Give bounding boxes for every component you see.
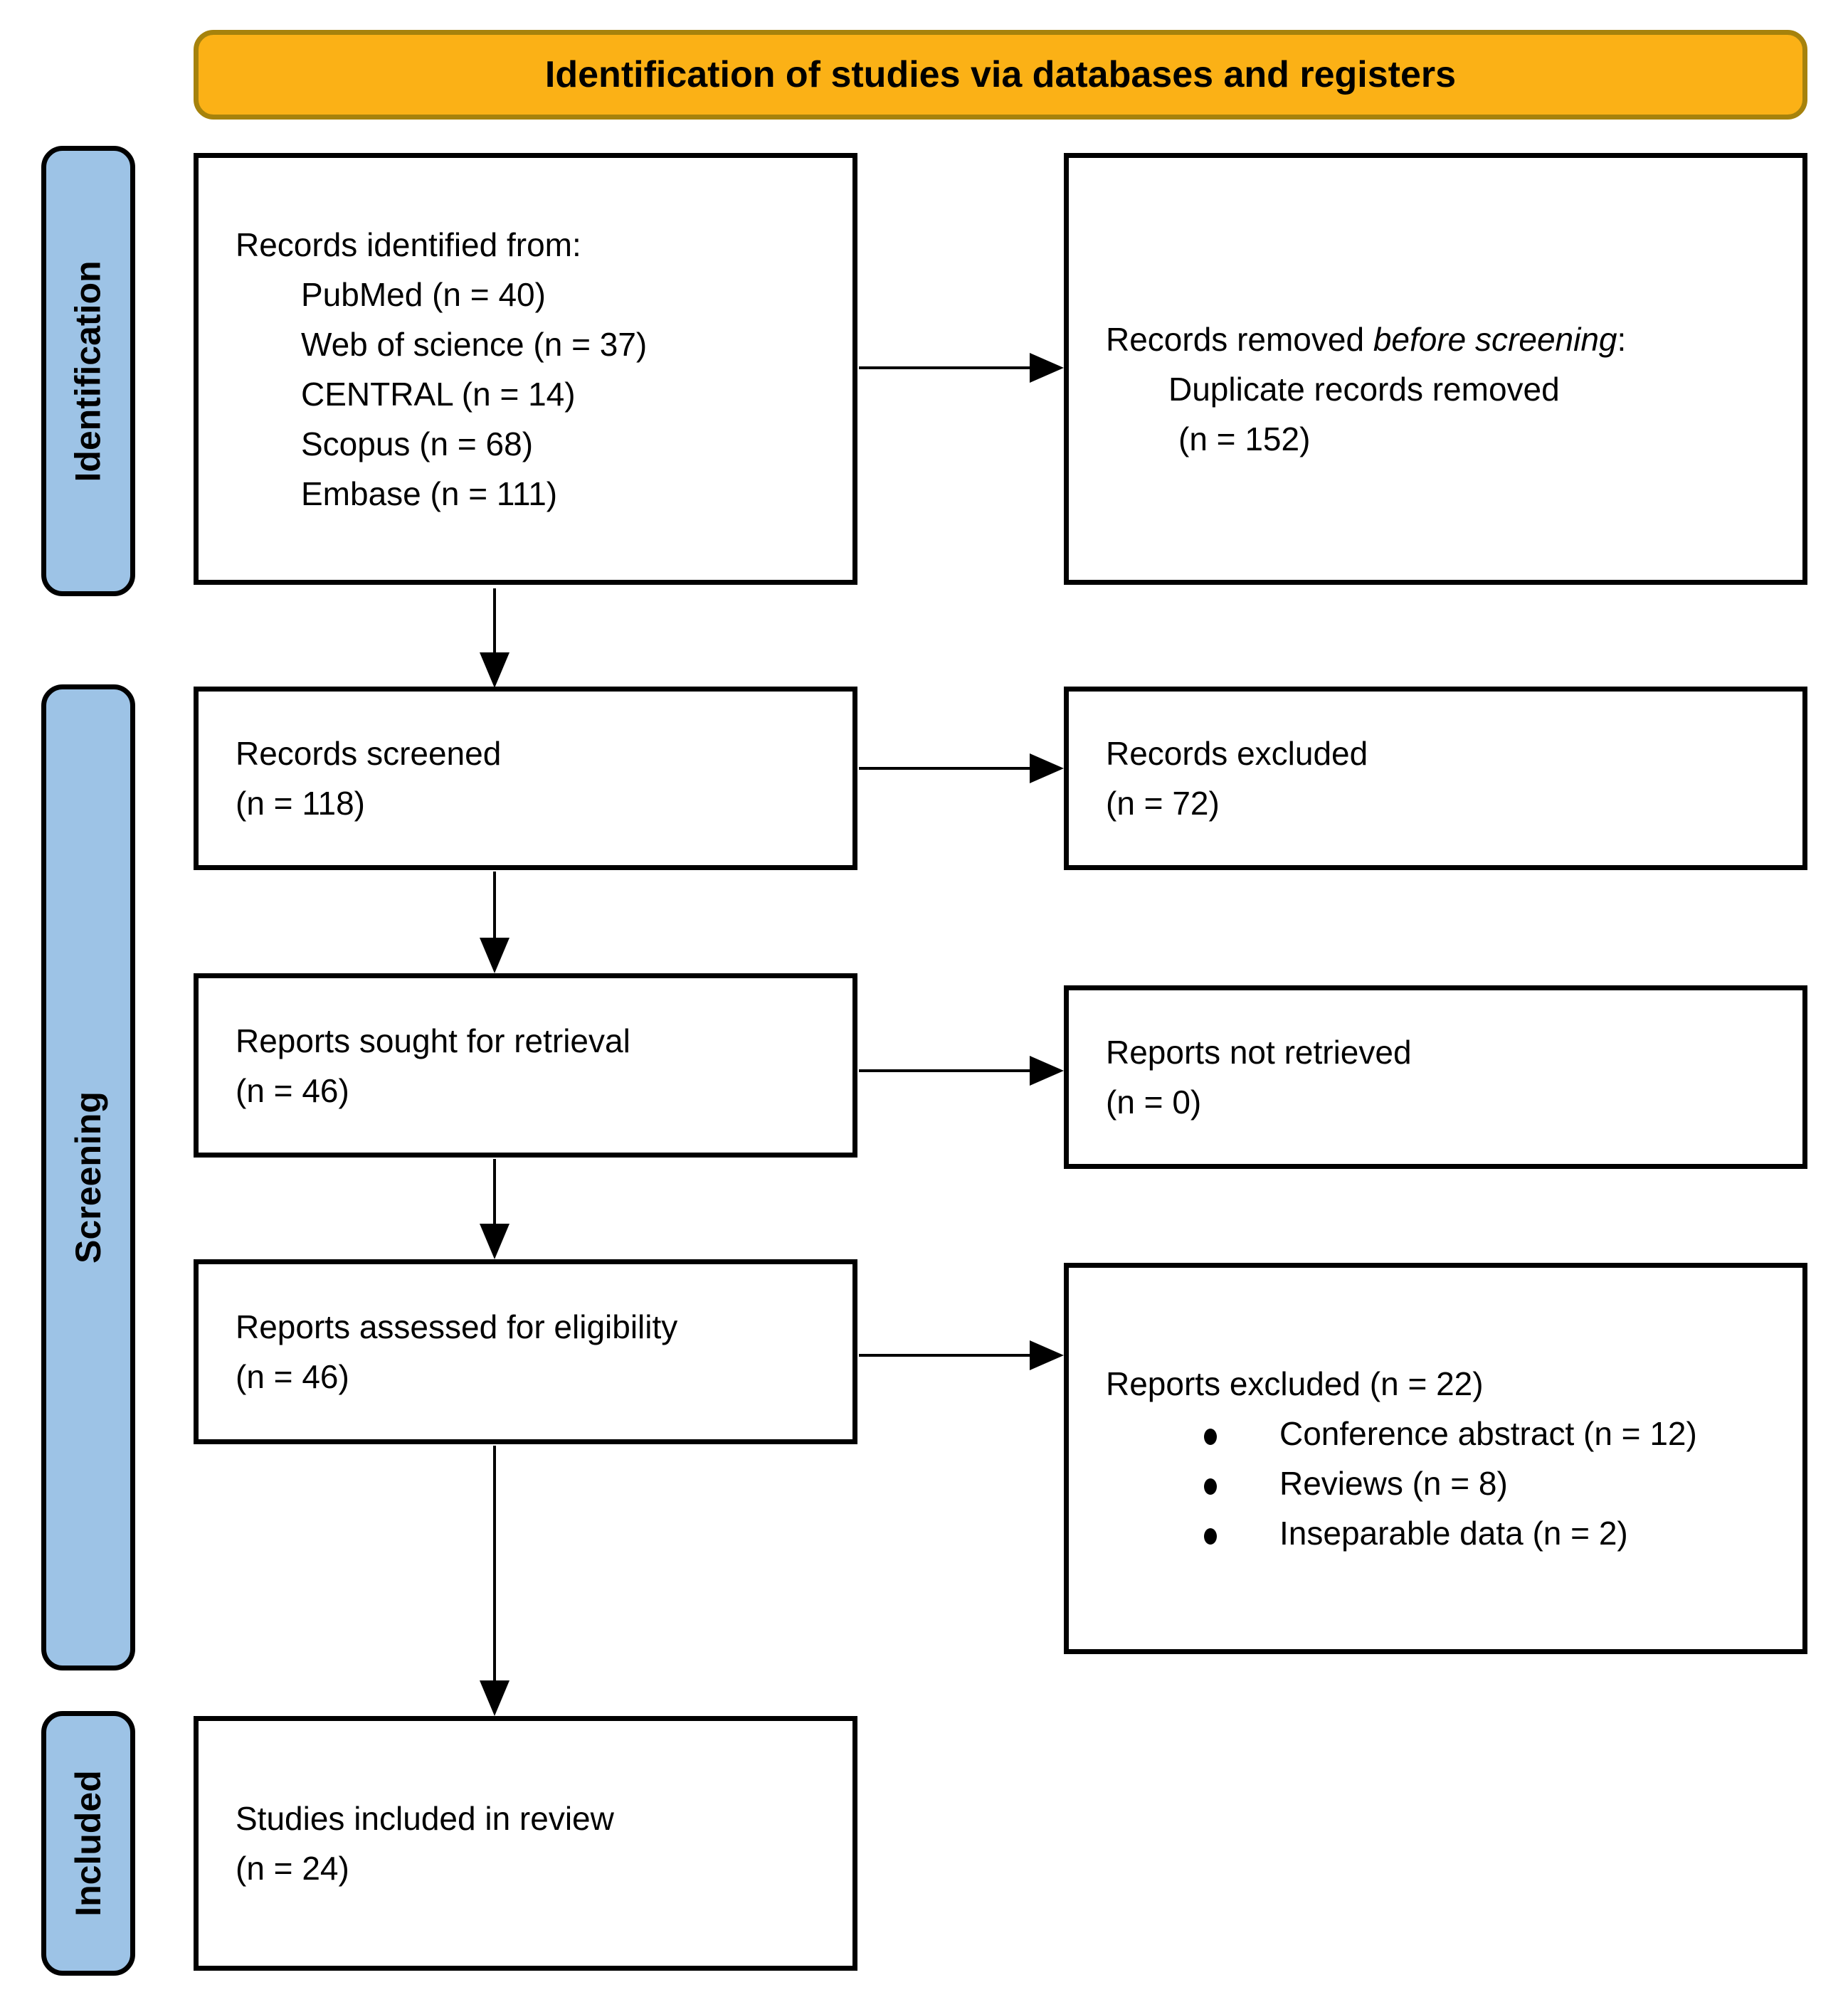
box-reports-excluded: Reports excluded (n = 22) Conference abs…: [1064, 1263, 1807, 1654]
records-identified-item-pubmed: PubMed (n = 40): [301, 275, 546, 313]
records-screened-count: (n = 118): [236, 785, 365, 822]
records-removed-title-suffix: :: [1617, 320, 1627, 358]
stage-identification: Identification: [41, 146, 135, 596]
banner: Identification of studies via databases …: [194, 30, 1807, 120]
records-identified-title: Records identified from:: [236, 226, 581, 263]
box-reports-not-retrieved: Reports not retrieved (n = 0): [1064, 985, 1807, 1169]
reports-assessed-title: Reports assessed for eligibility: [236, 1308, 678, 1345]
stage-screening-label: Screening: [68, 1091, 108, 1264]
studies-included-title: Studies included in review: [236, 1800, 614, 1837]
box-records-screened: Records screened (n = 118): [194, 687, 857, 870]
arrow-down-sought-to-assessed: [493, 1159, 496, 1224]
records-identified-item-web-of-science: Web of science (n = 37): [301, 325, 648, 363]
stage-identification-label: Identification: [68, 260, 109, 482]
arrow-right-assessed-to-excluded: [859, 1354, 1030, 1357]
reports-assessed-count: (n = 46): [236, 1358, 349, 1395]
records-identified-item-central: CENTRAL (n = 14): [301, 375, 576, 413]
reports-not-retrieved-count: (n = 0): [1106, 1084, 1202, 1121]
reports-sought-title: Reports sought for retrieval: [236, 1022, 630, 1059]
arrow-down-identified-to-screened: [493, 588, 496, 652]
arrow-right-identified-to-removed: [859, 366, 1030, 369]
bullet-icon: [1204, 1528, 1217, 1545]
arrow-down-assessed-to-included: [493, 1446, 496, 1680]
reports-excluded-item-conference: Conference abstract (n = 12): [1106, 1409, 1785, 1458]
stage-included: Included: [41, 1711, 135, 1976]
stage-screening: Screening: [41, 684, 135, 1670]
arrow-down-screened-to-sought: [493, 872, 496, 938]
arrow-right-sought-to-not-retrieved: [859, 1069, 1030, 1072]
reports-excluded-item-inseparable: Inseparable data (n = 2): [1106, 1508, 1785, 1558]
records-removed-title-italic: before screening: [1373, 320, 1617, 358]
bullet-icon: [1204, 1478, 1217, 1495]
records-excluded-title: Records excluded: [1106, 735, 1368, 772]
records-excluded-count: (n = 72): [1106, 785, 1220, 822]
box-studies-included: Studies included in review (n = 24): [194, 1716, 857, 1971]
records-removed-count: (n = 152): [1178, 420, 1311, 457]
reports-excluded-title: Reports excluded (n = 22): [1106, 1365, 1484, 1402]
box-reports-assessed: Reports assessed for eligibility (n = 46…: [194, 1259, 857, 1444]
reports-not-retrieved-title: Reports not retrieved: [1106, 1034, 1412, 1071]
bullet-icon: [1204, 1429, 1217, 1445]
box-records-excluded: Records excluded (n = 72): [1064, 687, 1807, 870]
arrow-right-screened-to-excluded: [859, 767, 1030, 770]
records-removed-duplicates: Duplicate records removed: [1168, 370, 1560, 408]
reports-excluded-item-reviews-text: Reviews (n = 8): [1279, 1465, 1508, 1502]
box-reports-sought: Reports sought for retrieval (n = 46): [194, 973, 857, 1158]
reports-excluded-item-inseparable-text: Inseparable data (n = 2): [1279, 1515, 1628, 1552]
box-records-identified: Records identified from: PubMed (n = 40)…: [194, 153, 857, 585]
studies-included-count: (n = 24): [236, 1850, 349, 1887]
reports-sought-count: (n = 46): [236, 1071, 349, 1109]
records-screened-title: Records screened: [236, 735, 502, 772]
reports-excluded-item-conference-text: Conference abstract (n = 12): [1279, 1415, 1697, 1452]
stage-included-label: Included: [68, 1770, 109, 1917]
reports-excluded-item-reviews: Reviews (n = 8): [1106, 1458, 1785, 1508]
records-removed-title: Records removed before screening:: [1106, 314, 1785, 364]
records-identified-item-scopus: Scopus (n = 68): [301, 425, 534, 462]
box-records-removed: Records removed before screening: Duplic…: [1064, 153, 1807, 585]
records-identified-item-embase: Embase (n = 111): [301, 475, 558, 512]
records-removed-title-prefix: Records removed: [1106, 320, 1373, 358]
banner-title: Identification of studies via databases …: [544, 54, 1457, 95]
